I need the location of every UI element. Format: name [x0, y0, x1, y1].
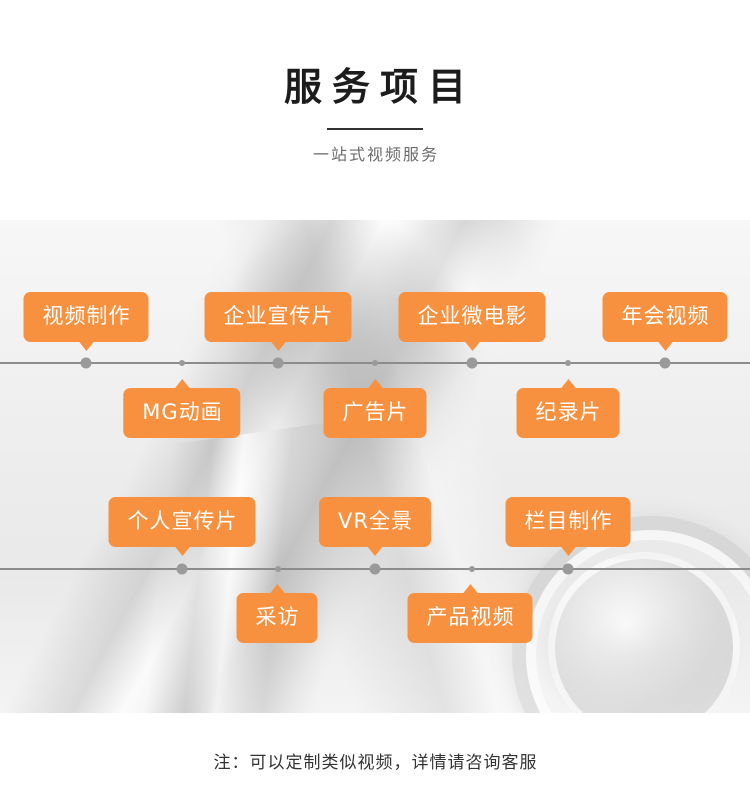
- footer-note: 注：可以定制类似视频，详情请咨询客服: [213, 753, 538, 773]
- page-footer: 注：可以定制类似视频，详情请咨询客服: [0, 713, 750, 808]
- service-tag[interactable]: 个人宣传片: [108, 497, 256, 556]
- timeline-dot: [469, 566, 475, 572]
- timeline-dot: [565, 360, 571, 366]
- service-tag[interactable]: MG动画: [123, 379, 241, 438]
- timeline-dot: [272, 357, 284, 369]
- page-subtitle: 一站式视频服务: [312, 145, 439, 164]
- service-tag[interactable]: 纪录片: [516, 379, 620, 438]
- page-title: 服务项目: [283, 65, 476, 109]
- timeline-dot: [369, 563, 381, 575]
- timeline-dot: [466, 357, 478, 369]
- timeline-dot: [80, 357, 92, 369]
- service-tag[interactable]: 年会视频: [602, 292, 728, 351]
- timeline-dot: [176, 563, 188, 575]
- page-header: 服务项目 一站式视频服务: [0, 0, 750, 166]
- service-tag[interactable]: 产品视频: [407, 584, 533, 643]
- camera-lens-glass: [548, 552, 740, 713]
- service-tag[interactable]: VR全景: [319, 497, 431, 556]
- services-diagram-stage: 视频制作企业宣传片企业微电影年会视频 MG动画 广告片 纪录片个人宣传片 VR全景 栏目制…: [0, 220, 750, 713]
- service-tag[interactable]: 栏目制作: [505, 497, 631, 556]
- timeline-dot: [562, 563, 574, 575]
- service-tag[interactable]: 广告片: [323, 379, 427, 438]
- service-tag[interactable]: 企业宣传片: [204, 292, 352, 351]
- service-tag[interactable]: 视频制作: [23, 292, 149, 351]
- camera-barrel-highlight: [100, 408, 470, 713]
- timeline-dot: [275, 566, 281, 572]
- service-tag[interactable]: 采访: [236, 584, 318, 643]
- timeline-dot: [659, 357, 671, 369]
- timeline-dot: [179, 360, 185, 366]
- service-tag[interactable]: 企业微电影: [398, 292, 546, 351]
- timeline-dot: [372, 360, 378, 366]
- title-underline-rule: [327, 128, 423, 130]
